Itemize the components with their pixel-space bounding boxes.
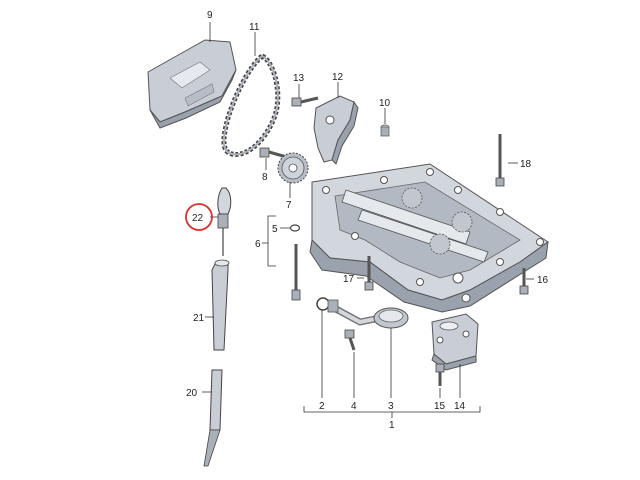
label-22: 22 — [192, 213, 204, 224]
bolt-15-part — [435, 363, 445, 386]
label-7: 7 — [286, 200, 292, 211]
highlight-circle — [185, 203, 213, 231]
label-2: 2 — [319, 401, 325, 412]
label-5: 5 — [272, 224, 278, 235]
bolt-18-part — [495, 134, 505, 187]
dipstick-tube-part — [211, 259, 230, 351]
label-13: 13 — [293, 73, 305, 84]
chain-tensioner-part — [313, 95, 359, 165]
bolt-6-part — [291, 244, 301, 301]
label-18: 18 — [520, 159, 532, 170]
bolt-17-part — [364, 256, 374, 291]
label-8: 8 — [262, 172, 268, 183]
label-12: 12 — [332, 72, 344, 83]
label-6: 6 — [255, 239, 261, 250]
label-17: 17 — [343, 274, 355, 285]
sleeve-10-part — [380, 124, 390, 137]
bolt-13-part — [291, 96, 319, 107]
label-21: 21 — [193, 313, 205, 324]
o-ring-5-part — [289, 224, 301, 232]
leader-lines — [202, 22, 534, 418]
label-3: 3 — [388, 401, 394, 412]
label-15: 15 — [434, 401, 446, 412]
bolt-4-part — [344, 329, 356, 351]
chain-cover-part — [147, 39, 237, 129]
seal-ring-2-part — [316, 297, 330, 311]
label-16: 16 — [537, 275, 549, 286]
dipstick-handle-part — [217, 187, 232, 256]
sprocket-part — [277, 152, 309, 184]
bolt-16-part — [519, 268, 529, 295]
label-20: 20 — [186, 388, 198, 399]
oil-pump-housing-part — [309, 163, 549, 313]
timing-chain-part — [221, 53, 281, 157]
label-9: 9 — [207, 10, 213, 21]
label-14: 14 — [454, 401, 466, 412]
label-10: 10 — [379, 98, 391, 109]
dipstick-lower-part — [203, 369, 223, 467]
label-1: 1 — [389, 420, 395, 431]
suction-pipe-part — [327, 299, 409, 329]
label-11: 11 — [249, 22, 260, 33]
pump-body-14-part — [431, 313, 479, 371]
label-4: 4 — [351, 401, 357, 412]
